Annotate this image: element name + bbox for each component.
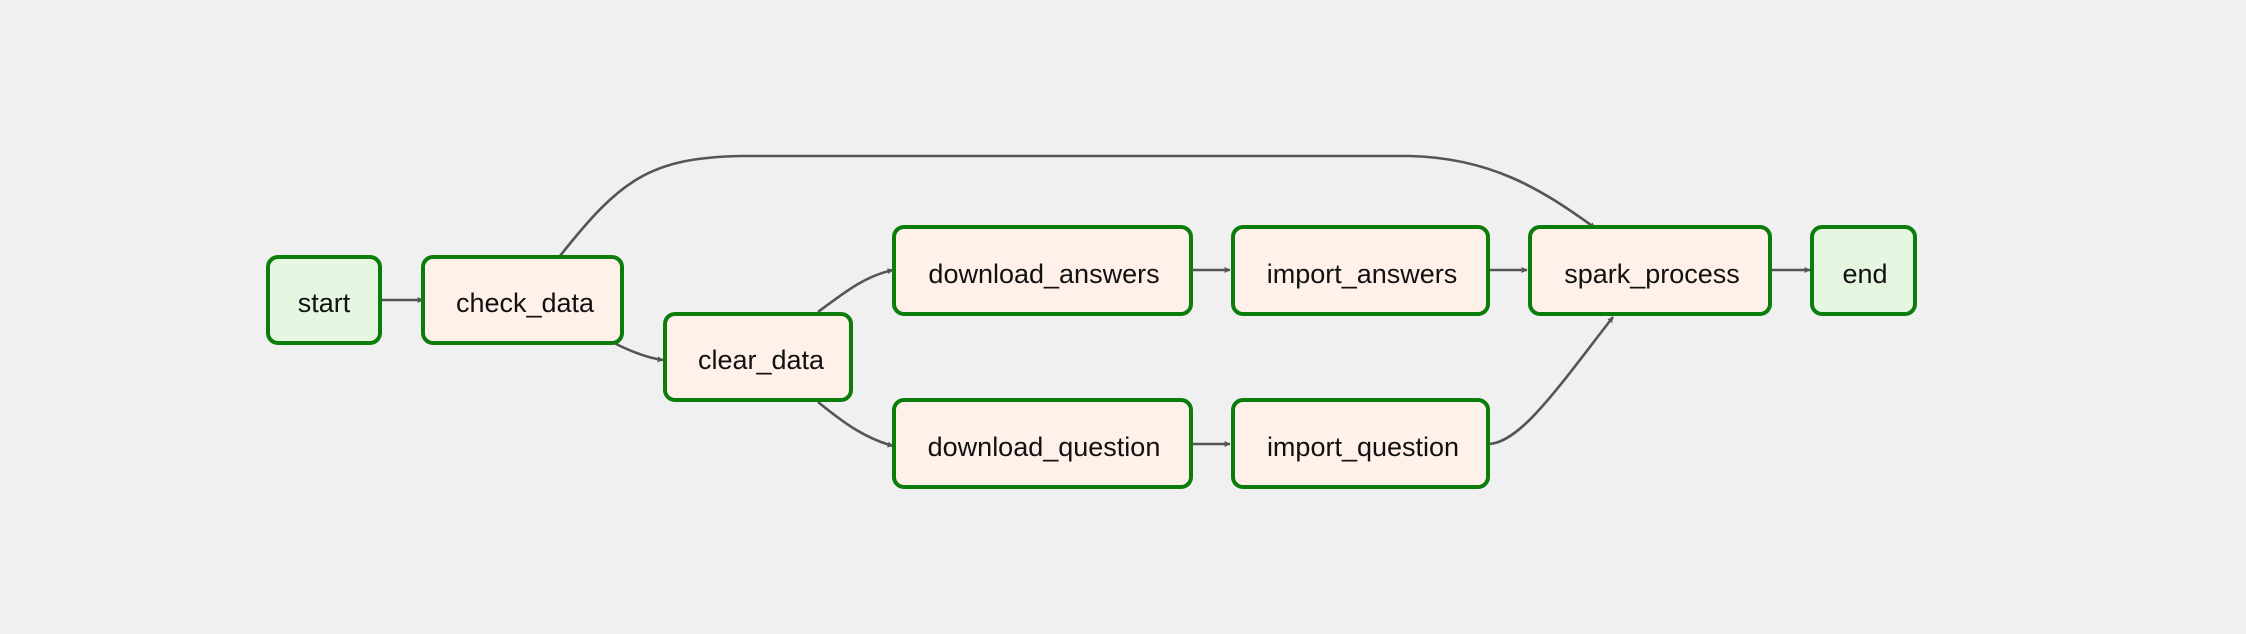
edge-check-data-to-clear-data: [613, 341, 664, 363]
edge-import-question-to-spark-process: [1487, 316, 1615, 446]
node-download-question-box: [892, 398, 1193, 489]
node-download-answers[interactable]: download_answers: [892, 225, 1193, 316]
edge-clear-data-to-download-question: [817, 400, 894, 448]
node-start[interactable]: start: [266, 255, 382, 345]
node-spark-process-box: [1528, 225, 1772, 316]
node-spark-process-label: spark_process: [1564, 259, 1740, 289]
node-import-answers-box: [1231, 225, 1490, 316]
node-clear-data-box: [663, 312, 853, 402]
node-check-data[interactable]: check_data: [421, 255, 624, 345]
edges-layer: [380, 154, 1811, 448]
node-check-data-box: [421, 255, 624, 345]
node-download-question-label: download_question: [928, 432, 1161, 462]
node-clear-data[interactable]: clear_data: [663, 312, 853, 402]
node-import-answers-label: import_answers: [1267, 259, 1458, 289]
node-spark-process[interactable]: spark_process: [1528, 225, 1772, 316]
node-import-answers[interactable]: import_answers: [1231, 225, 1490, 316]
nodes-layer: start check_data clear_data download_ans…: [266, 225, 1917, 489]
node-import-question-box: [1231, 398, 1490, 489]
edge-clear-data-to-download-answers: [817, 268, 894, 314]
node-start-box: [266, 255, 382, 345]
node-check-data-label: check_data: [456, 288, 595, 318]
node-start-label: start: [298, 288, 351, 318]
node-import-question-label: import_question: [1267, 432, 1459, 462]
node-import-question[interactable]: import_question: [1231, 398, 1490, 489]
node-download-answers-box: [892, 225, 1193, 316]
node-end[interactable]: end: [1810, 225, 1917, 316]
node-download-answers-label: download_answers: [928, 259, 1159, 289]
node-end-box: [1810, 225, 1917, 316]
edge-check-data-to-spark-process: [558, 154, 1596, 257]
node-clear-data-label: clear_data: [698, 345, 825, 375]
node-download-question[interactable]: download_question: [892, 398, 1193, 489]
node-end-label: end: [1842, 259, 1887, 289]
